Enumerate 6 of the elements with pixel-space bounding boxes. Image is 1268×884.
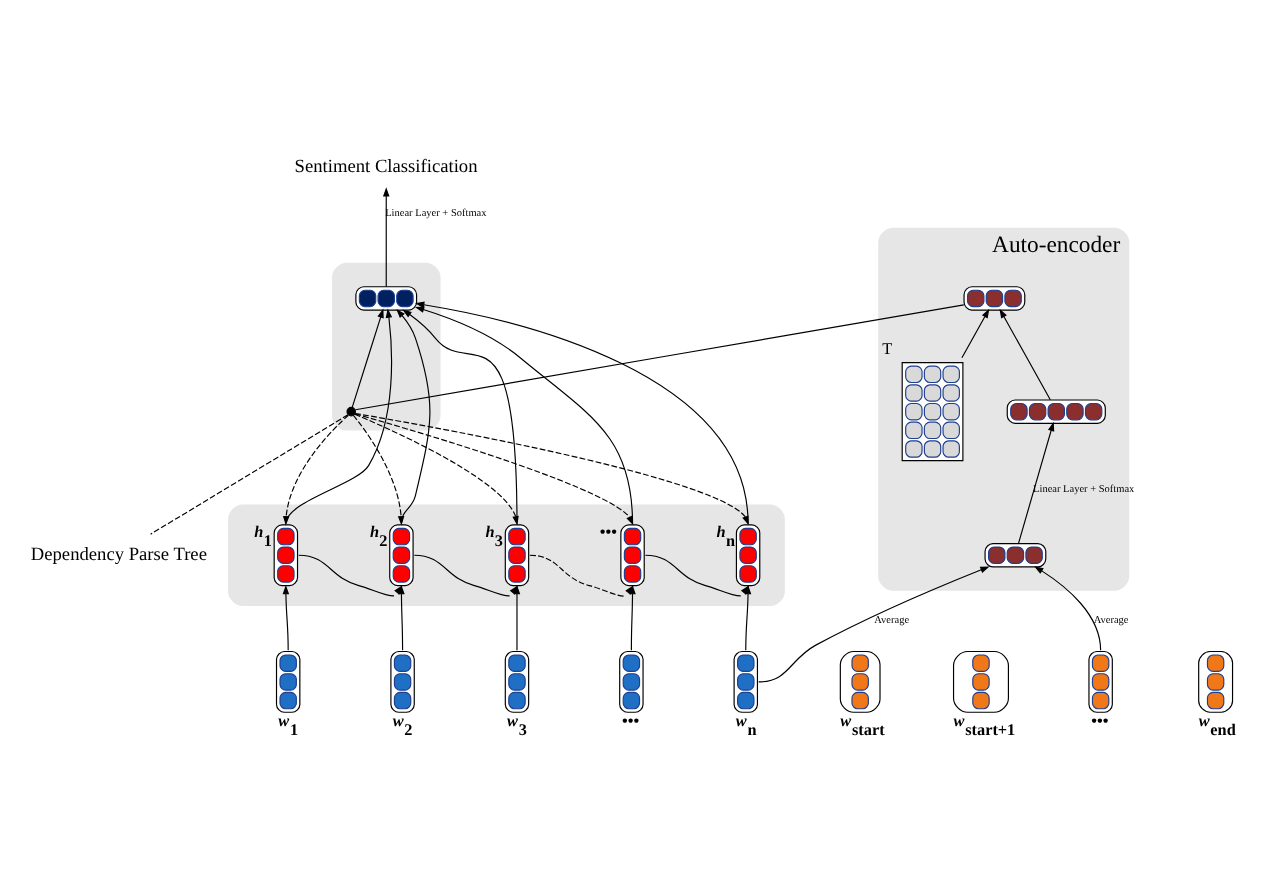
node-text: Sentiment Classification — [294, 158, 478, 179]
node-label: T — [882, 339, 893, 358]
node-text: Dependency Parse Tree — [30, 545, 207, 566]
node-label: ••• — [599, 522, 618, 541]
node-label: ••• — [622, 712, 640, 731]
node-label: ••• — [1091, 712, 1109, 731]
